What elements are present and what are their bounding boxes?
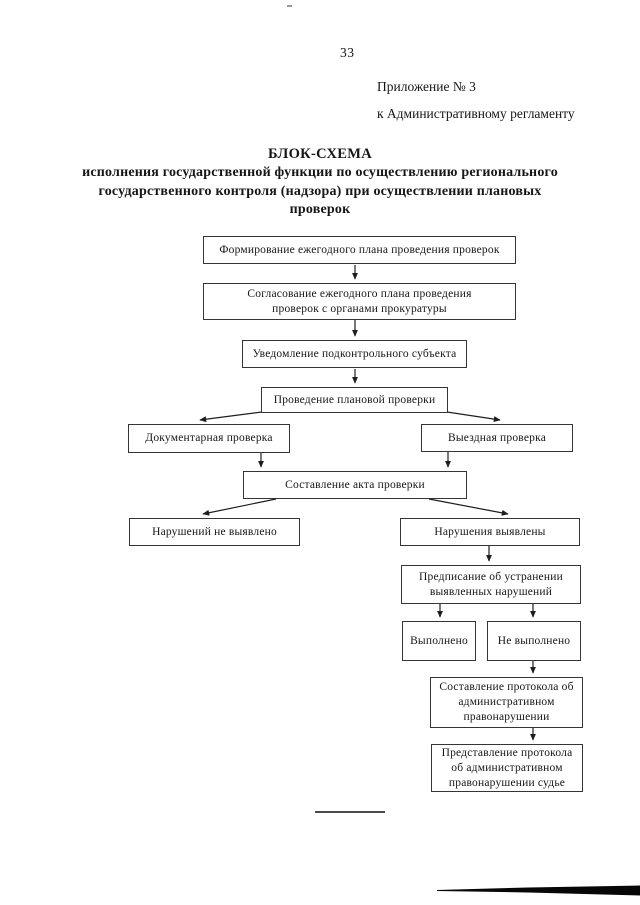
flow-node-protocol-drafting: Составление протокола об административно… — [430, 677, 583, 728]
flow-node-field-check: Выездная проверка — [421, 424, 573, 452]
flow-node-not-fulfilled: Не выполнено — [487, 621, 581, 661]
scan-speck — [287, 5, 292, 7]
page-number: 33 — [340, 45, 355, 60]
flow-node-fulfilled: Выполнено — [402, 621, 476, 661]
scan-artifact-bar — [437, 885, 640, 896]
flow-node-inspection: Проведение плановой проверки — [261, 387, 448, 413]
flow-node-violations-found: Нарушения выявлены — [400, 518, 580, 546]
flow-node-protocol-to-judge: Представление протокола об административ… — [431, 744, 583, 792]
flow-node-act-drafting: Составление акта проверки — [243, 471, 467, 499]
flow-node-no-violations: Нарушений не выявлено — [129, 518, 300, 546]
flow-node-plan-approval: Согласование ежегодного плана проведения… — [203, 283, 516, 320]
appendix-line-1: Приложение № 3 — [377, 79, 476, 94]
flow-node-documentary-check: Документарная проверка — [128, 424, 290, 453]
flow-node-notification: Уведомление подконтрольного субъекта — [242, 340, 467, 368]
doc-subtitle: исполнения государственной функции по ос… — [82, 165, 558, 217]
appendix-line-2: к Административному регламенту — [377, 106, 575, 121]
flow-node-remedial-order: Предписание об устранении выявленных нар… — [401, 565, 581, 604]
doc-title: БЛОК-СХЕМА — [267, 146, 373, 162]
scan-artifact-line — [315, 811, 385, 813]
flow-node-plan-formation: Формирование ежегодного плана проведения… — [203, 236, 516, 264]
